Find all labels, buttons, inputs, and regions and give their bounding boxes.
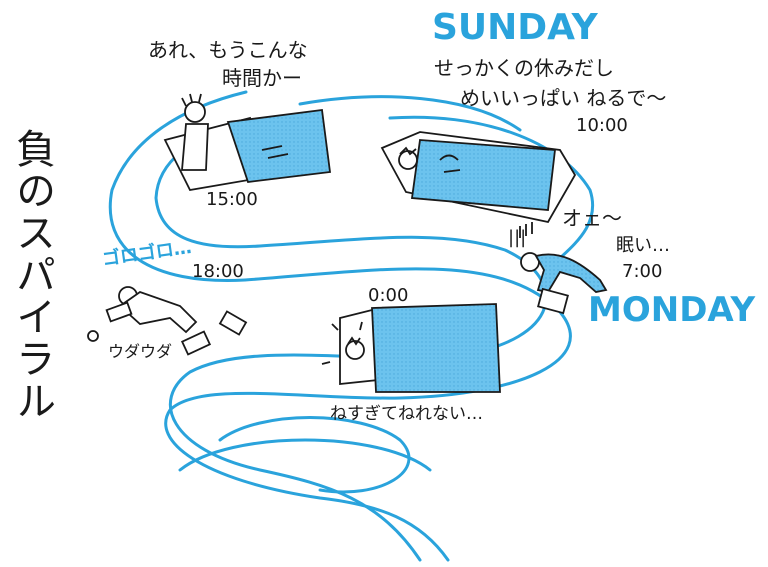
- briefcase-icon: [537, 287, 569, 315]
- afternoon-thought-line-2: 時間かー: [222, 66, 302, 90]
- sunday-bed-scene: [380, 131, 577, 224]
- udauda-caption: ウダウダ: [108, 342, 173, 361]
- spiral-path: [108, 90, 595, 562]
- page-title: 負のスパイラル: [9, 128, 55, 422]
- monday-crawl-scene: [519, 222, 608, 315]
- afternoon-bed-scene: [163, 93, 332, 191]
- monday-label: MONDAY: [588, 290, 756, 330]
- time-7: 7:00: [622, 261, 663, 282]
- time-0: 0:00: [368, 285, 409, 306]
- sunday-label: SUNDAY: [432, 7, 598, 48]
- afternoon-thought-line-1: あれ、もうこんな: [148, 38, 308, 62]
- sunday-thought-line-2: めいいっぱい ねるで〜: [460, 86, 667, 110]
- book-icon: [218, 310, 248, 336]
- midnight-bed-scene: [321, 303, 501, 393]
- midnight-caption: ねすぎてねれない…: [330, 404, 483, 424]
- monday-thought-line-2: 眠い…: [616, 235, 670, 256]
- monday-thought-line-1: オェ〜: [562, 206, 622, 230]
- sunday-thought-line-1: せっかくの休みだし: [434, 56, 614, 80]
- time-18: 18:00: [192, 261, 244, 282]
- time-10: 10:00: [576, 115, 628, 136]
- evening-floor-scene: [87, 286, 248, 356]
- book-icon: [180, 330, 212, 356]
- time-15: 15:00: [206, 189, 258, 210]
- fatigue-marks: |||: [508, 227, 527, 248]
